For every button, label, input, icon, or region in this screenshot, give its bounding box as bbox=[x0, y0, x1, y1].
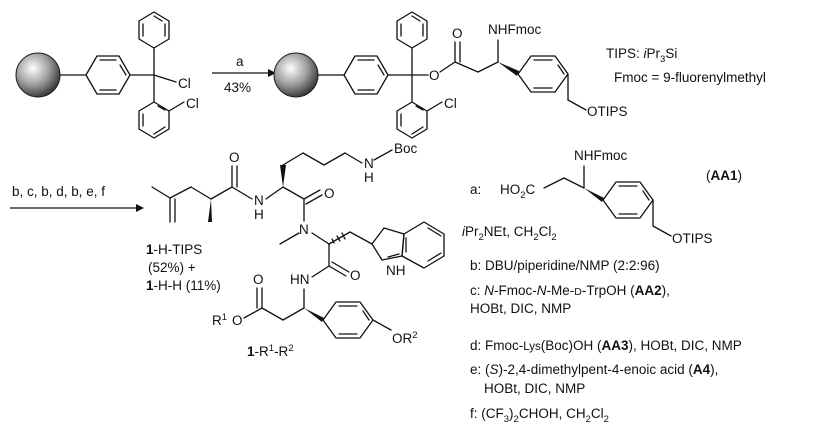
arrow-steps-label: b, c, b, d, b, e, f bbox=[12, 184, 105, 199]
atom-hn: HN bbox=[290, 272, 310, 287]
condition-a-ho2c: HO2C bbox=[500, 182, 536, 201]
final-product: O N H N H Boc O N bbox=[146, 141, 445, 359]
loaded-resin: Cl O O NHFmoc OTIPS bbox=[273, 11, 628, 139]
atom-o-ester: O bbox=[232, 313, 243, 328]
prod-otips-label: OTIPS bbox=[587, 104, 628, 119]
atom-nh-boc-h: H bbox=[364, 170, 374, 185]
arrow-a-label: a bbox=[236, 54, 244, 69]
atom-o-3: O bbox=[350, 268, 361, 283]
condition-a-aa1: (AA1) bbox=[706, 168, 742, 183]
atom-h-amide-1: H bbox=[254, 207, 264, 222]
reaction-arrow-a: a 43% bbox=[212, 54, 276, 95]
arrow-a-yield: 43% bbox=[224, 80, 251, 95]
resin-bead-icon-2 bbox=[273, 52, 319, 98]
condition-f: f: (CF3)2CHOH, CH2Cl2 bbox=[470, 406, 609, 425]
abbreviation-definitions: TIPS: iPr3Si Fmoc = 9-fluorenylmethyl bbox=[606, 46, 766, 85]
condition-e-line1: e: (S)-2,4-dimethylpent-4-enoic acid (A4… bbox=[470, 362, 718, 377]
boc-label: Boc bbox=[394, 141, 418, 156]
condition-d: d: Fmoc-Lys(Boc)OH (AA3), HOBt, DIC, NMP bbox=[470, 338, 742, 353]
condition-c-line2: HOBt, DIC, NMP bbox=[470, 301, 571, 316]
starting-resin: Cl Cl bbox=[15, 11, 199, 139]
resin-bead-icon bbox=[15, 52, 61, 98]
condition-a-base: iPr2NEt, CH2Cl2 bbox=[462, 224, 557, 243]
condition-a-label: a: bbox=[470, 182, 481, 197]
fmoc-definition: Fmoc = 9-fluorenylmethyl bbox=[614, 70, 766, 85]
condition-b: b: DBU/piperidine/NMP (2:2:96) bbox=[470, 258, 660, 273]
atom-o-carbonyl-beta: O bbox=[253, 272, 264, 287]
prod-ring-cl-atom: Cl bbox=[444, 96, 457, 111]
atom-nh-boc-n: N bbox=[364, 156, 374, 171]
compound-label-generic: 1-R1-R2 bbox=[247, 343, 294, 359]
reaction-arrow-steps: b, c, b, d, b, e, f bbox=[10, 184, 144, 212]
atom-n-amide-1: N bbox=[254, 193, 264, 208]
prod-nhfmoc-label: NHFmoc bbox=[488, 22, 541, 37]
tips-definition: TIPS: iPr3Si bbox=[606, 46, 677, 65]
compound-label-2: 1-H-H (11%) bbox=[146, 278, 221, 293]
condition-a-nhfmoc: NHFmoc bbox=[574, 148, 627, 163]
condition-e-line2: HOBt, DIC, NMP bbox=[484, 381, 585, 396]
sm-cl-atom: Cl bbox=[178, 76, 191, 91]
condition-a-otips: OTIPS bbox=[672, 231, 713, 246]
atom-r1: R1 bbox=[212, 312, 227, 328]
prod-ester-o-atom: O bbox=[429, 68, 440, 83]
atom-n-me: N bbox=[299, 222, 309, 237]
atom-o-2: O bbox=[324, 186, 335, 201]
condition-c-line1: c: N-Fmoc-N-Me-D-TrpOH (AA2), bbox=[470, 283, 670, 298]
atom-nh-indole: NH bbox=[386, 263, 406, 278]
compound-label-1: 1-H-TIPS bbox=[146, 242, 202, 257]
reaction-conditions: a: HO2C NHFmoc OTIPS (AA1) iPr2NEt, CH2C… bbox=[462, 148, 742, 425]
atom-or2: OR2 bbox=[392, 330, 418, 346]
sm-ring-cl-atom: Cl bbox=[186, 96, 199, 111]
prod-carbonyl-o-atom: O bbox=[452, 26, 463, 41]
atom-o-1: O bbox=[229, 150, 240, 165]
compound-yield-1: (52%) + bbox=[148, 260, 196, 275]
